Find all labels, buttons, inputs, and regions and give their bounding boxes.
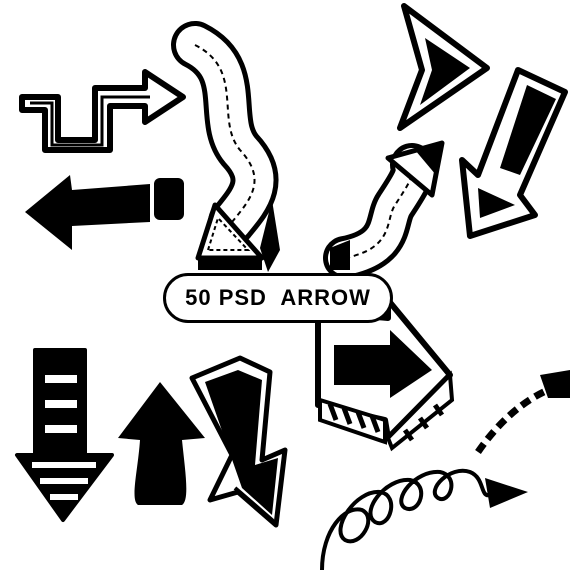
striped-down-arrow-icon xyxy=(15,348,114,522)
3d-bent-down-arrow-icon xyxy=(189,355,288,528)
squared-zigzag-arrow-icon xyxy=(19,69,186,153)
chevron-right-icon xyxy=(397,3,490,131)
long-left-arrow-icon xyxy=(25,175,184,250)
3d-right-arrow-icon xyxy=(315,297,455,452)
stitched-wavy-up-arrow-icon xyxy=(323,140,445,280)
loopy-spiral-arrow-icon xyxy=(320,468,528,570)
solid-up-arrow-icon xyxy=(118,382,205,505)
stitched-wavy-arrow-icon xyxy=(171,21,280,272)
dashed-curve-arrow-icon xyxy=(475,370,570,454)
diagonal-down-left-arrow-icon xyxy=(459,67,568,239)
title-badge-text: 50 PSD ARROW xyxy=(185,285,371,310)
title-badge: 50 PSD ARROW xyxy=(163,273,393,323)
